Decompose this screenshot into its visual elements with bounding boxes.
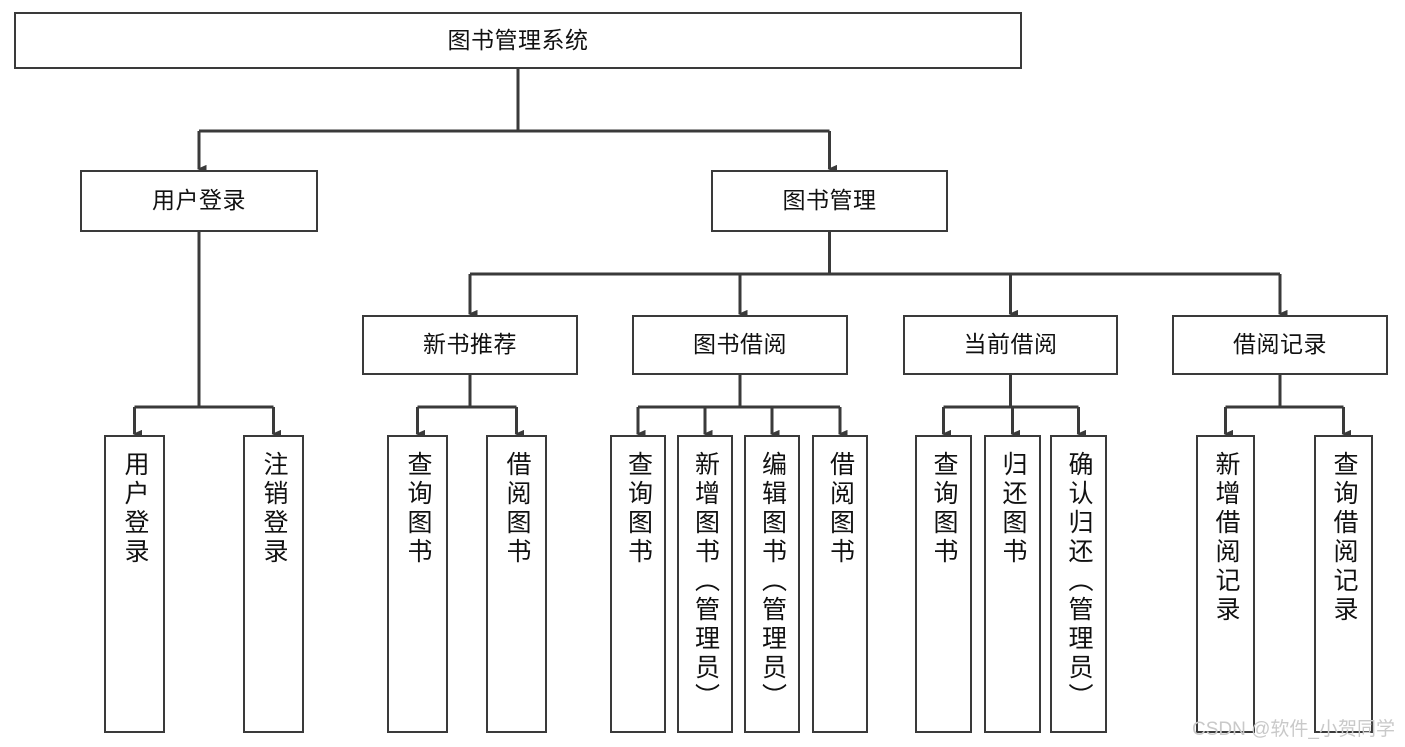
node-label: 图书管理系统 [447, 26, 589, 53]
node-leaf-query-book-3[interactable]: 查询图书 [915, 435, 972, 733]
node-label: 查询图书 [404, 451, 432, 567]
node-book-mgmt[interactable]: 图书管理 [711, 170, 948, 232]
node-current-borrow[interactable]: 当前借阅 [903, 315, 1118, 375]
node-label: 当前借阅 [963, 331, 1058, 358]
node-label: 用户登录 [121, 451, 149, 567]
node-label: 借阅图书 [503, 451, 531, 567]
node-label: 借阅记录 [1233, 331, 1327, 358]
node-leaf-add-record[interactable]: 新增借阅记录 [1196, 435, 1255, 733]
csdn-watermark: CSDN @软件_小贺同学 [1192, 719, 1395, 740]
node-leaf-query-record[interactable]: 查询借阅记录 [1314, 435, 1373, 733]
edge-group [132, 69, 1352, 439]
node-label: 查询图书 [624, 451, 653, 567]
node-leaf-user-login[interactable]: 用户登录 [104, 435, 165, 733]
node-leaf-logout[interactable]: 注销登录 [243, 435, 304, 733]
node-label: 确认归还（管理员） [1065, 451, 1093, 712]
node-label: 新书推荐 [423, 331, 517, 358]
node-leaf-add-book[interactable]: 新增图书（管理员） [677, 435, 733, 733]
node-label: 图书管理 [782, 187, 877, 214]
node-label: 注销登录 [260, 451, 288, 567]
node-leaf-edit-book[interactable]: 编辑图书（管理员） [744, 435, 800, 733]
node-label: 归还图书 [999, 451, 1027, 567]
node-label: 用户登录 [152, 187, 246, 214]
node-label: 图书借阅 [693, 331, 787, 358]
node-leaf-return-book[interactable]: 归还图书 [984, 435, 1041, 733]
node-leaf-borrow-book-2[interactable]: 借阅图书 [812, 435, 868, 733]
node-label: 查询图书 [930, 451, 958, 567]
node-leaf-confirm-return[interactable]: 确认归还（管理员） [1050, 435, 1107, 733]
node-label: 编辑图书（管理员） [758, 451, 787, 712]
node-borrow-record[interactable]: 借阅记录 [1172, 315, 1388, 375]
node-label: 查询借阅记录 [1330, 451, 1358, 625]
node-leaf-query-book-2[interactable]: 查询图书 [610, 435, 666, 733]
node-label: 新增图书（管理员） [691, 451, 720, 712]
node-new-book-rec[interactable]: 新书推荐 [362, 315, 578, 375]
node-leaf-query-book-1[interactable]: 查询图书 [387, 435, 448, 733]
node-book-borrow[interactable]: 图书借阅 [632, 315, 848, 375]
node-label: 新增借阅记录 [1212, 451, 1240, 625]
node-root[interactable]: 图书管理系统 [14, 12, 1022, 69]
node-label: 借阅图书 [826, 451, 855, 567]
node-leaf-borrow-book-1[interactable]: 借阅图书 [486, 435, 547, 733]
node-user-login[interactable]: 用户登录 [80, 170, 318, 232]
